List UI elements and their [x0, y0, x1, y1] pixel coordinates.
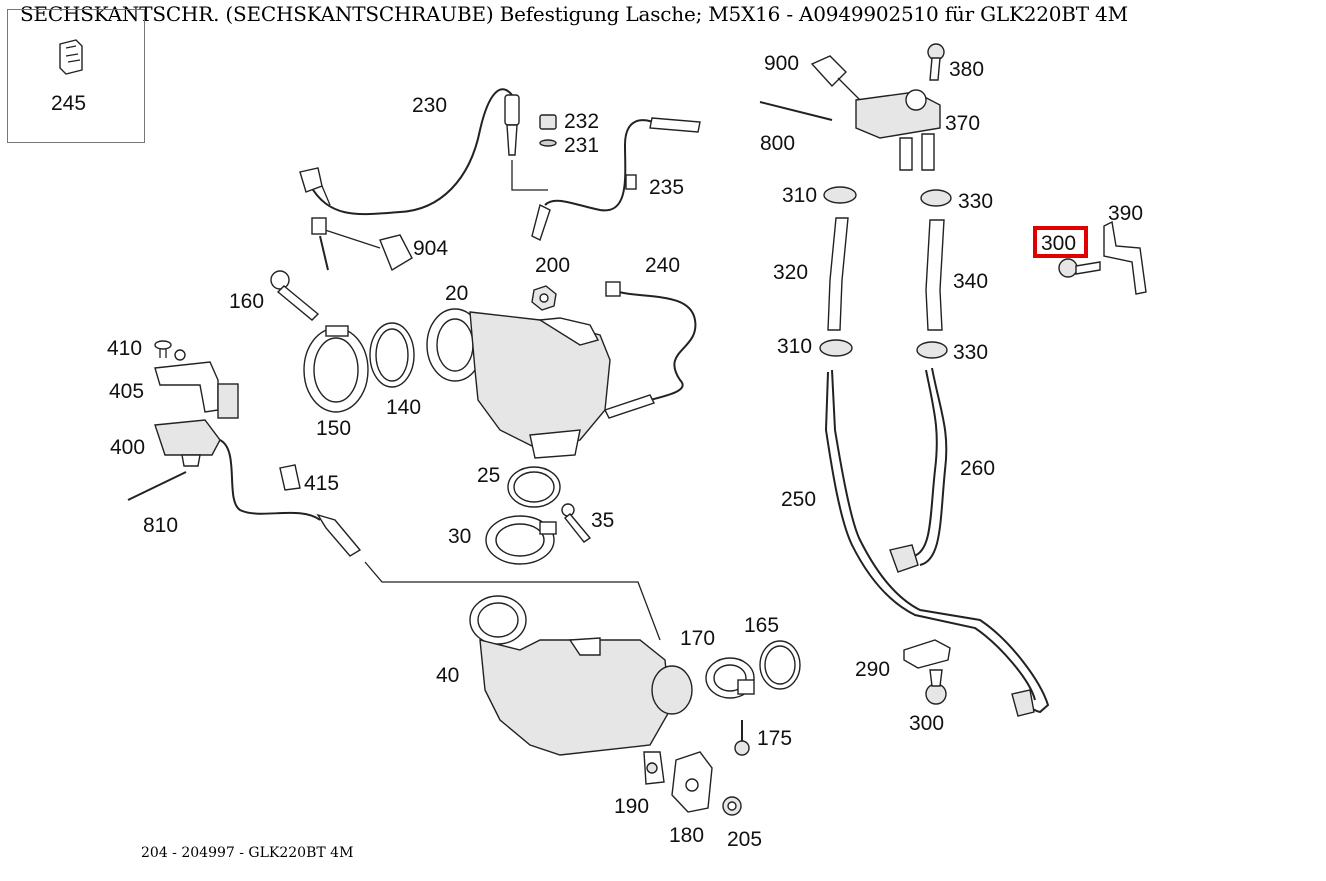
part-250-pipe[interactable]	[824, 369, 1050, 717]
label-190: 190	[614, 795, 649, 818]
label-310-bottom: 310	[777, 335, 812, 358]
part-230-sensor-cable[interactable]	[299, 88, 520, 216]
part-232-cap[interactable]	[539, 114, 557, 130]
part-200-nut[interactable]	[531, 285, 557, 311]
label-300-highlighted: 300	[1041, 232, 1076, 255]
part-900-bracket[interactable]	[810, 55, 861, 101]
label-140: 140	[386, 396, 421, 419]
label-290: 290	[855, 658, 890, 681]
label-405: 405	[109, 380, 144, 403]
label-180: 180	[669, 824, 704, 847]
label-250: 250	[781, 488, 816, 511]
label-380: 380	[949, 58, 984, 81]
label-390: 390	[1108, 202, 1143, 225]
label-20: 20	[445, 282, 468, 305]
part-205-nut[interactable]	[722, 796, 742, 816]
part-330-clamp-top[interactable]	[920, 189, 952, 207]
label-40: 40	[436, 664, 459, 687]
part-415-clip[interactable]	[279, 464, 301, 491]
part-190-hanger[interactable]	[643, 751, 665, 785]
footer-model-code: 204 - 204997 - GLK220BT 4M	[141, 845, 354, 861]
label-35: 35	[591, 509, 614, 532]
label-25: 25	[477, 464, 500, 487]
label-340: 340	[953, 270, 988, 293]
part-150-clamp[interactable]	[303, 325, 369, 413]
part-320-hose[interactable]	[827, 217, 849, 331]
label-235: 235	[649, 176, 684, 199]
label-200: 200	[535, 254, 570, 277]
label-150: 150	[316, 417, 351, 440]
inset-box	[7, 9, 145, 143]
part-160-stud[interactable]	[270, 270, 320, 321]
leader-800	[759, 101, 833, 121]
label-800: 800	[760, 132, 795, 155]
part-170-clamp[interactable]	[705, 657, 755, 699]
part-380-screw[interactable]	[927, 43, 945, 81]
part-300-screw[interactable]	[925, 669, 947, 705]
part-sensor-lead[interactable]	[316, 513, 661, 641]
part-40-particle-filter[interactable]	[469, 595, 693, 756]
label-30: 30	[448, 525, 471, 548]
part-175-bolt[interactable]	[734, 720, 750, 756]
label-410: 410	[107, 337, 142, 360]
part-300-screw-highlighted[interactable]	[1058, 258, 1101, 278]
label-300-lower: 300	[909, 712, 944, 735]
label-415: 415	[304, 472, 339, 495]
part-140-ring[interactable]	[369, 322, 415, 388]
label-260: 260	[960, 457, 995, 480]
part-330-clamp-bottom[interactable]	[916, 341, 948, 359]
label-240: 240	[645, 254, 680, 277]
label-175: 175	[757, 727, 792, 750]
part-231-ring[interactable]	[539, 139, 557, 147]
leader-810	[127, 471, 187, 501]
label-231: 231	[564, 134, 599, 157]
label-232: 232	[564, 110, 599, 133]
label-904: 904	[413, 237, 448, 260]
page-title: SECHSKANTSCHR. (SECHSKANTSCHRAUBE) Befes…	[20, 2, 1128, 26]
part-405-bracket[interactable]	[154, 349, 239, 419]
label-330-top: 330	[958, 190, 993, 213]
part-410-screw[interactable]	[154, 340, 172, 358]
label-370: 370	[945, 112, 980, 135]
label-230: 230	[412, 94, 447, 117]
label-160: 160	[229, 290, 264, 313]
part-370-pressure-sensor[interactable]	[855, 89, 941, 171]
part-165-gasket[interactable]	[759, 640, 801, 690]
part-25-gasket[interactable]	[507, 466, 561, 508]
label-900: 900	[764, 52, 799, 75]
part-235-sensor[interactable]	[531, 117, 701, 241]
label-320: 320	[773, 261, 808, 284]
part-35-bolt[interactable]	[561, 503, 592, 543]
part-310-clamp-top[interactable]	[823, 186, 857, 204]
label-810: 810	[143, 514, 178, 537]
part-30-clamp[interactable]	[485, 515, 557, 565]
label-170: 170	[680, 627, 715, 650]
part-245-clip[interactable]	[59, 39, 83, 75]
part-260-pipe[interactable]	[889, 367, 948, 573]
leader-230	[511, 160, 548, 191]
part-240-sensor[interactable]	[604, 281, 697, 419]
label-245: 245	[51, 92, 86, 115]
label-330-bottom: 330	[953, 341, 988, 364]
part-400-sensor[interactable]	[154, 419, 321, 521]
label-400: 400	[110, 436, 145, 459]
label-205: 205	[727, 828, 762, 851]
part-180-bracket[interactable]	[671, 751, 713, 813]
part-20-catalyst[interactable]	[426, 308, 611, 459]
highlight-box-300	[1033, 226, 1088, 258]
part-904-bracket[interactable]	[311, 217, 413, 272]
part-290-bracket[interactable]	[903, 639, 951, 669]
part-310-clamp-bottom[interactable]	[819, 339, 853, 357]
label-310-top: 310	[782, 184, 817, 207]
part-390-bracket[interactable]	[1103, 220, 1147, 295]
label-165: 165	[744, 614, 779, 637]
part-340-hose[interactable]	[925, 219, 945, 331]
